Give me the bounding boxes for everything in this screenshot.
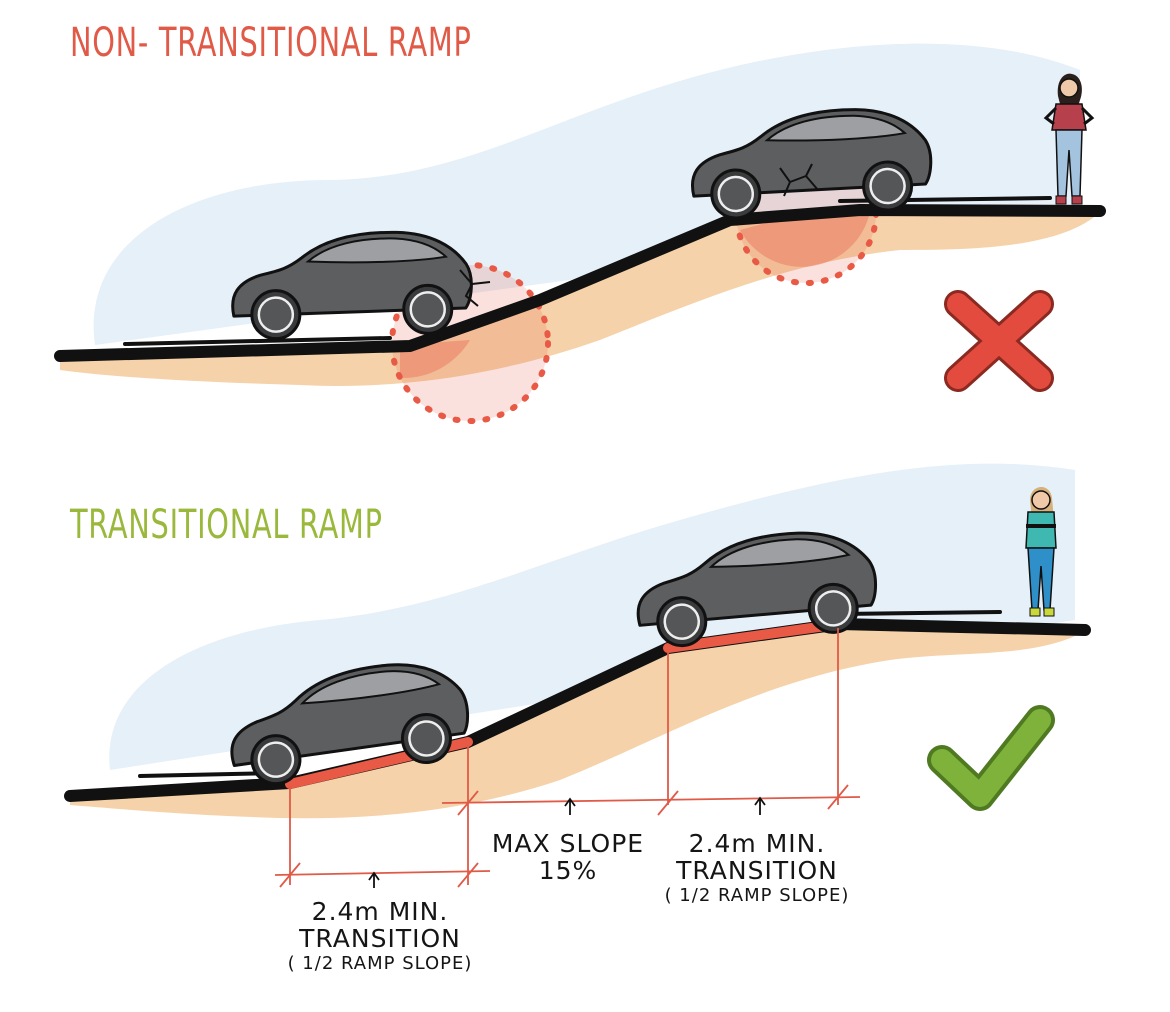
ground-top [60, 212, 1100, 386]
annotation-max-slope-label: MAX SLOPE [491, 829, 645, 858]
annotation-max-slope: MAX SLOPE 15% [468, 830, 668, 884]
person-standing-bottom [1025, 486, 1057, 617]
road-surface-bottom [64, 618, 1091, 802]
transition-highlight-upper [663, 619, 845, 653]
annotation-left-label: TRANSITION [299, 924, 461, 953]
annotation-right-label: TRANSITION [676, 856, 838, 885]
annotation-left-note: ( 1/2 RAMP SLOPE) [287, 953, 473, 974]
annotation-max-slope-value: 15% [538, 856, 598, 885]
annotation-left-transition: 2.4m MIN. TRANSITION ( 1/2 RAMP SLOPE) [265, 898, 495, 973]
annotation-right-note: ( 1/2 RAMP SLOPE) [664, 885, 850, 906]
title-transitional-ramp: TRANSITIONAL RAMP [70, 502, 383, 548]
annotation-right-transition: 2.4m MIN. TRANSITION ( 1/2 RAMP SLOPE) [642, 830, 872, 905]
x-mark-icon [944, 290, 1054, 392]
annotation-left-length: 2.4m MIN. [311, 897, 449, 926]
title-non-transitional-ramp: NON- TRANSITIONAL RAMP [70, 20, 472, 66]
dimension-lines [274, 628, 861, 888]
person-standing-top [1043, 73, 1095, 205]
annotation-right-length: 2.4m MIN. [688, 829, 826, 858]
ground-bottom [70, 624, 1090, 819]
road-surface-top [54, 204, 1106, 362]
check-mark-icon [927, 705, 1055, 811]
